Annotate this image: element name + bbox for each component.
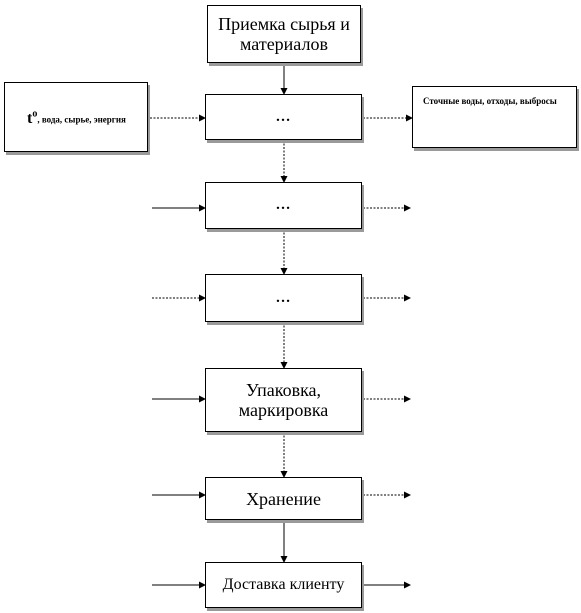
- step-storage-label: Хранение: [246, 488, 321, 509]
- step-2-label: …: [275, 197, 292, 213]
- outputs-box: Сточные воды, отходы, выбросы: [412, 86, 577, 148]
- step-receiving-label: Приемка сырья и материалов: [218, 14, 350, 54]
- step-delivery-label: Доставка клиенту: [222, 576, 345, 593]
- step-3-label: …: [275, 289, 292, 306]
- inputs-box: to, вода, сырье, энергия: [4, 82, 148, 152]
- inputs-text: to, вода, сырье, энергия: [27, 108, 126, 127]
- step-packing-label: Упаковка, маркировка: [238, 380, 329, 420]
- temperature-symbol: to: [27, 108, 38, 127]
- step-delivery: Доставка клиенту: [205, 562, 362, 608]
- outputs-label: Сточные воды, отходы, выбросы: [423, 96, 557, 106]
- step-1: …: [205, 94, 362, 140]
- step-packing: Упаковка, маркировка: [205, 368, 362, 432]
- step-3: …: [205, 274, 362, 322]
- step-2: …: [205, 182, 362, 229]
- step-1-label: …: [275, 108, 292, 125]
- inputs-label: , вода, сырье, энергия: [37, 114, 126, 125]
- step-storage: Хранение: [205, 477, 362, 520]
- step-receiving: Приемка сырья и материалов: [207, 5, 361, 63]
